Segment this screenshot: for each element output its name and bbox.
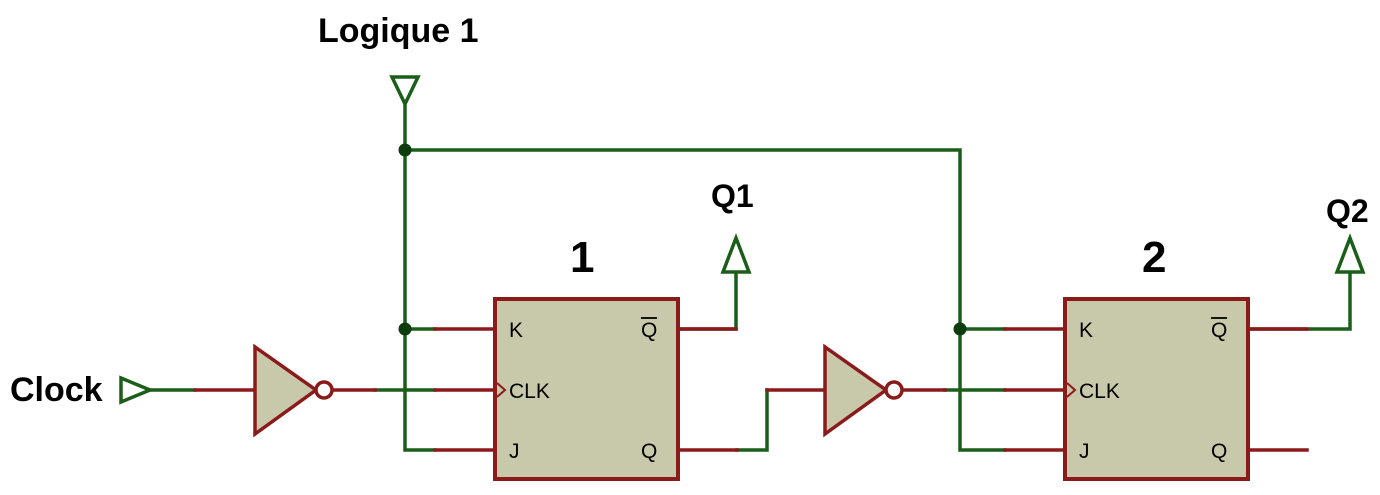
flipflop-2-k-pin: K (1079, 319, 1093, 342)
logic-high-terminal-icon (389, 75, 421, 109)
logic-high-label: Logique 1 (318, 12, 479, 50)
flipflop-2-number: 2 (1142, 233, 1166, 282)
junction-dot-top (398, 143, 412, 157)
flipflop-1-j-pin: J (509, 440, 520, 463)
q1-output-wire (676, 270, 738, 331)
flipflop-2-q-pin: Q (1211, 440, 1227, 463)
q-to-inverter-wire (735, 388, 769, 452)
flipflop-2-clock-edge-icon (1066, 382, 1077, 398)
flipflop-1-clock-edge-icon (496, 382, 507, 398)
q2-output-wire (1246, 270, 1352, 331)
q2-output-terminal-icon (1334, 233, 1366, 274)
flipflop-1-qbar-pin: Q (641, 319, 657, 342)
clock-input-terminal-icon (119, 375, 155, 405)
inverter-1 (253, 343, 334, 438)
clock-label: Clock (10, 371, 103, 409)
flipflop-2-qbar-pin: Q (1211, 319, 1227, 342)
q2-label: Q2 (1326, 193, 1369, 229)
flipflop-1: K CLK J Q Q (493, 297, 680, 481)
flipflop-1-k-pin: K (509, 319, 523, 342)
inverter-1-triangle-icon (253, 343, 320, 438)
inverter-1-bubble-icon (314, 380, 334, 400)
flipflop-2: K CLK J Q Q (1063, 297, 1250, 481)
inverter-2 (823, 343, 904, 438)
flipflop-1-clk-pin: CLK (509, 380, 550, 403)
junction-dot-k2 (953, 322, 967, 336)
flipflop-1-number: 1 (570, 233, 594, 282)
junction-dot-k1 (398, 322, 412, 336)
pin-stubs (193, 327, 1309, 452)
q1-output-terminal-icon (720, 233, 752, 274)
flipflop-2-body (1063, 297, 1250, 481)
logic-high-vertical-wire (403, 102, 437, 452)
flipflop-1-body (493, 297, 680, 481)
inverter-2-triangle-icon (823, 343, 890, 438)
flipflop-1-q-pin: Q (641, 440, 657, 463)
q1-label: Q1 (711, 178, 754, 214)
inverter-2-bubble-icon (884, 380, 904, 400)
flipflop-2-j-pin: J (1079, 440, 1090, 463)
logic-high-top-wire (403, 148, 1007, 452)
flipflop-2-clk-pin: CLK (1079, 380, 1120, 403)
